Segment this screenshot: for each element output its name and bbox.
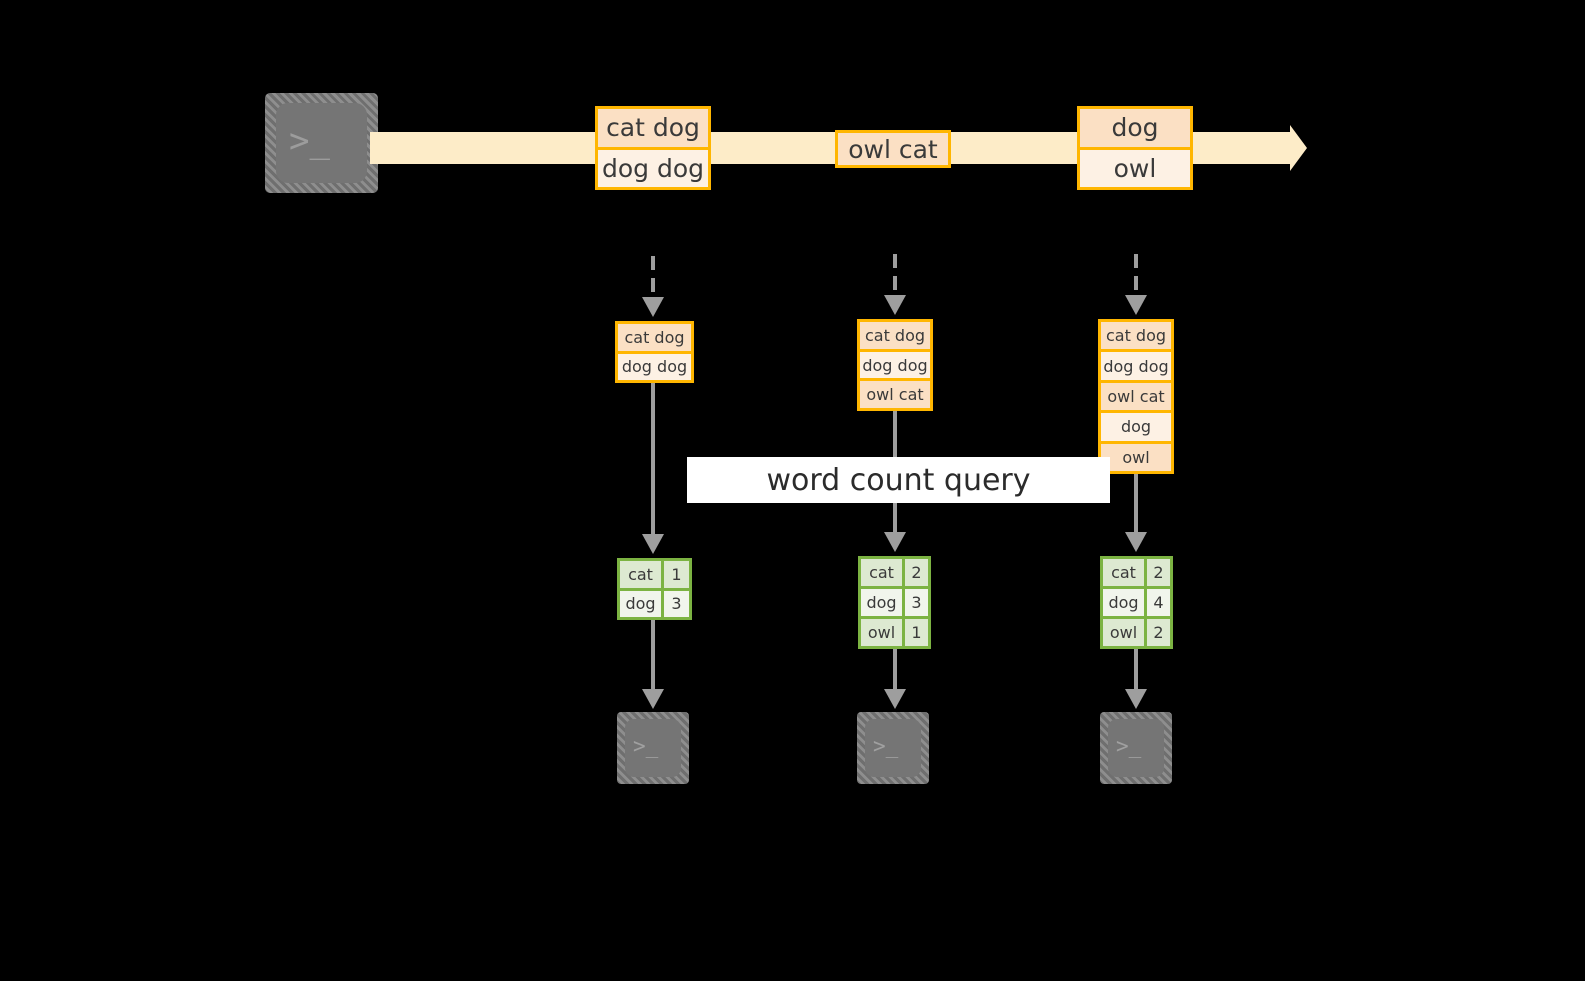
snapshot-to-result-arrow-icon bbox=[642, 534, 664, 554]
snapshot-input-table: cat dog dog dog owl cat bbox=[857, 319, 933, 411]
snapshot-input-line: cat dog bbox=[860, 322, 930, 349]
table-row: dog 3 bbox=[861, 586, 928, 616]
stream-arrow-icon bbox=[1290, 125, 1307, 171]
stream-record: owl cat bbox=[835, 130, 951, 168]
result-count: 1 bbox=[664, 561, 689, 588]
result-count: 3 bbox=[905, 589, 928, 616]
result-count: 2 bbox=[1147, 619, 1170, 646]
terminal-prompt-glyph: >_ bbox=[873, 734, 899, 758]
result-count: 2 bbox=[1147, 559, 1170, 586]
table-row: dog 3 bbox=[620, 587, 689, 617]
stream-record-line: cat dog bbox=[598, 109, 708, 147]
snapshot-input-line: dog bbox=[1101, 410, 1171, 441]
snapshot-input-line: owl cat bbox=[860, 378, 930, 409]
terminal-prompt-glyph: >_ bbox=[633, 734, 659, 758]
table-row: cat 2 bbox=[861, 559, 928, 586]
stream-record-line: dog dog bbox=[598, 146, 708, 187]
stream-record-line: owl bbox=[1080, 146, 1190, 187]
query-label: word count query bbox=[766, 462, 1031, 498]
result-word: dog bbox=[620, 590, 664, 617]
stream-to-snapshot-arrow-icon bbox=[884, 295, 906, 315]
source-terminal-screen: >_ bbox=[276, 103, 367, 183]
result-to-sink-connector bbox=[1134, 649, 1138, 690]
snapshot-input-line: owl bbox=[1101, 440, 1171, 472]
table-row: cat 2 bbox=[1103, 559, 1170, 586]
query-label-band: word count query bbox=[687, 457, 1110, 503]
result-word: owl bbox=[1103, 619, 1147, 646]
result-count: 1 bbox=[905, 619, 928, 646]
result-count: 3 bbox=[664, 590, 689, 617]
snapshot-input-line: dog dog bbox=[860, 348, 930, 379]
result-count: 4 bbox=[1147, 589, 1170, 616]
stream-to-snapshot-arrow-icon bbox=[642, 297, 664, 317]
sink-terminal-icon: >_ bbox=[857, 712, 929, 784]
table-row: owl 2 bbox=[1103, 616, 1170, 646]
result-word: cat bbox=[1103, 559, 1147, 586]
terminal-prompt-glyph: >_ bbox=[1116, 734, 1142, 758]
result-to-sink-arrow-icon bbox=[1125, 689, 1147, 709]
snapshot-to-result-arrow-icon bbox=[884, 532, 906, 552]
stream-record: cat dog dog dog bbox=[595, 106, 711, 190]
snapshot-input-line: cat dog bbox=[1101, 322, 1171, 350]
result-to-sink-connector bbox=[893, 649, 897, 690]
snapshot-input-line: cat dog bbox=[618, 324, 691, 351]
result-word: dog bbox=[861, 589, 905, 616]
sink-terminal-icon: >_ bbox=[1100, 712, 1172, 784]
stream-to-snapshot-connector bbox=[1134, 254, 1138, 296]
snapshot-input-table: cat dog dog dog owl cat dog owl bbox=[1098, 319, 1174, 474]
snapshot-to-result-connector bbox=[1134, 474, 1138, 533]
result-table: cat 2 dog 3 owl 1 bbox=[858, 556, 931, 649]
snapshot-input-table: cat dog dog dog bbox=[615, 321, 694, 383]
snapshot-input-line: dog dog bbox=[618, 350, 691, 380]
result-to-sink-arrow-icon bbox=[642, 689, 664, 709]
sink-terminal-icon: >_ bbox=[617, 712, 689, 784]
result-to-sink-arrow-icon bbox=[884, 689, 906, 709]
source-terminal-icon: >_ bbox=[265, 93, 378, 193]
stream-to-snapshot-connector bbox=[651, 256, 655, 298]
snapshot-input-line: dog dog bbox=[1101, 349, 1171, 380]
stream-record-line: owl cat bbox=[838, 133, 948, 165]
result-table: cat 1 dog 3 bbox=[617, 558, 692, 620]
stream-record: dog owl bbox=[1077, 106, 1193, 190]
sink-terminal-screen: >_ bbox=[625, 719, 681, 777]
sink-terminal-screen: >_ bbox=[865, 719, 921, 777]
table-row: cat 1 bbox=[620, 561, 689, 588]
snapshot-to-result-arrow-icon bbox=[1125, 532, 1147, 552]
result-count: 2 bbox=[905, 559, 928, 586]
sink-terminal-screen: >_ bbox=[1108, 719, 1164, 777]
stream-to-snapshot-arrow-icon bbox=[1125, 295, 1147, 315]
result-word: cat bbox=[861, 559, 905, 586]
result-table: cat 2 dog 4 owl 2 bbox=[1100, 556, 1173, 649]
snapshot-to-result-connector bbox=[651, 383, 655, 535]
terminal-prompt-glyph: >_ bbox=[289, 121, 330, 161]
table-row: owl 1 bbox=[861, 616, 928, 646]
result-word: owl bbox=[861, 619, 905, 646]
stream-record-line: dog bbox=[1080, 109, 1190, 147]
result-word: dog bbox=[1103, 589, 1147, 616]
result-word: cat bbox=[620, 561, 664, 588]
snapshot-input-line: owl cat bbox=[1101, 379, 1171, 411]
table-row: dog 4 bbox=[1103, 586, 1170, 616]
result-to-sink-connector bbox=[651, 620, 655, 690]
stream-to-snapshot-connector bbox=[893, 254, 897, 296]
